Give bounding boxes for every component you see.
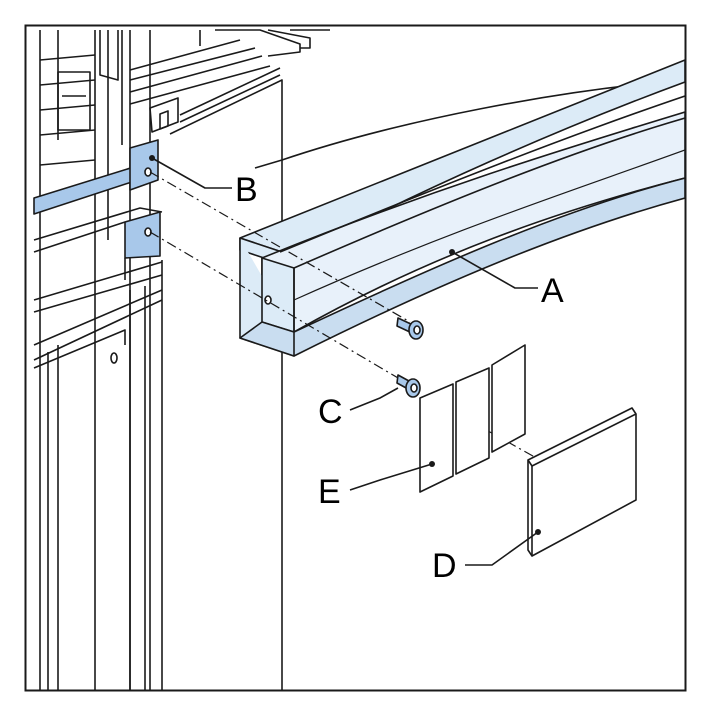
alignment-lines xyxy=(149,171,541,461)
screw-c-upper xyxy=(396,317,424,340)
part-e-plates xyxy=(419,344,526,493)
bracket-b-lower-plate xyxy=(124,211,161,259)
channel-hole xyxy=(264,295,272,305)
callout-b: B xyxy=(235,171,258,209)
leader-lines xyxy=(151,157,539,566)
screw-c-lower xyxy=(396,374,421,398)
callout-e: E xyxy=(318,473,341,511)
callout-a: A xyxy=(541,272,564,310)
part-d-plate xyxy=(527,407,637,557)
leader-dots xyxy=(149,155,541,535)
diagram-frame xyxy=(24,24,687,692)
callout-c: C xyxy=(318,393,343,431)
bracket-b-plate xyxy=(129,139,159,191)
frame-hole xyxy=(110,352,118,364)
channel-a xyxy=(239,59,685,357)
callout-d: D xyxy=(432,547,457,585)
